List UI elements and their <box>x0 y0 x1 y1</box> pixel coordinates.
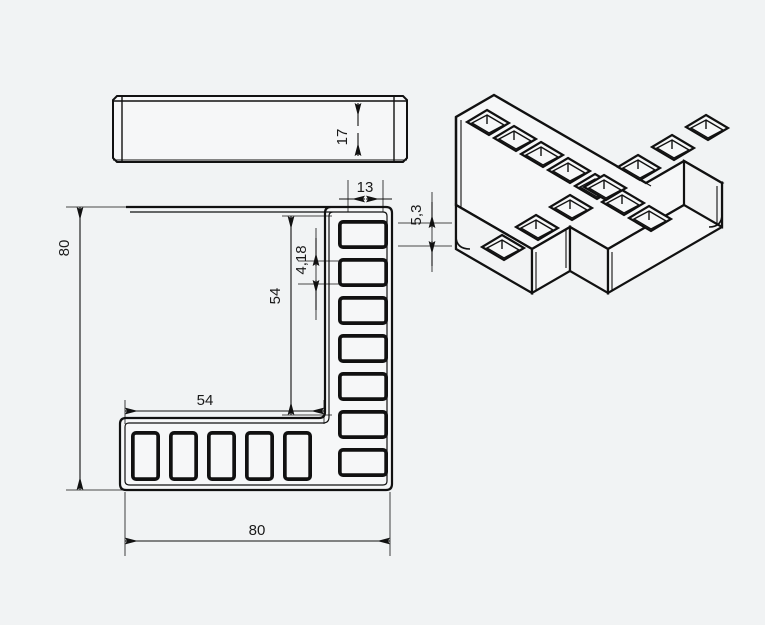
iso-arm-b-end-face <box>682 159 724 229</box>
pocket <box>338 258 388 287</box>
dimension-13-label: 13 <box>357 179 374 196</box>
dimension-4-18-label: 4,18 <box>293 245 310 274</box>
isometric-view-group <box>454 93 731 295</box>
dimension-17-label: 17 <box>334 129 351 146</box>
pocket <box>169 431 198 481</box>
pocket <box>131 431 160 481</box>
dimension-17: 17 <box>334 103 362 156</box>
top-view-outline <box>112 95 408 163</box>
pocket-iso <box>545 156 593 185</box>
pocket-iso <box>547 193 595 222</box>
horizontal-arm-pockets <box>131 431 312 481</box>
pocket-iso <box>479 233 527 262</box>
pocket <box>245 431 274 481</box>
pocket <box>338 220 388 249</box>
pocket-iso <box>615 153 663 182</box>
dimension-54-horizontal: 54 <box>124 392 325 424</box>
pocket <box>207 431 236 481</box>
pocket <box>338 448 388 477</box>
vertical-arm-pockets <box>338 220 388 477</box>
pocket <box>283 431 312 481</box>
dimension-80-vertical-label: 80 <box>56 240 73 257</box>
pocket-iso <box>464 108 512 137</box>
iso-corner-radius-left <box>455 235 471 250</box>
pocket <box>338 410 388 439</box>
pocket-iso <box>518 140 566 169</box>
dimension-13: 13 <box>339 179 392 212</box>
dimension-54-vertical-label: 54 <box>267 288 284 305</box>
iso-corner-radius-right <box>708 213 723 228</box>
top-view-group <box>112 95 408 163</box>
dimension-80-horizontal-label: 80 <box>249 522 266 539</box>
dimension-54-horizontal-label: 54 <box>197 392 214 409</box>
dimension-80-horizontal: 80 <box>124 492 391 556</box>
iso-arm-b-pockets <box>479 113 731 262</box>
pocket <box>338 372 388 401</box>
pocket <box>338 334 388 363</box>
pocket-iso <box>683 113 731 142</box>
pocket <box>338 296 388 325</box>
pocket-iso <box>649 133 697 162</box>
pocket-iso <box>491 124 539 153</box>
dimension-5-3-label: 5,3 <box>408 205 425 226</box>
pocket-iso <box>513 213 561 242</box>
iso-edge-detail-lines <box>460 97 718 290</box>
dimension-5-3: 5,3 <box>398 192 452 272</box>
dimension-80-vertical: 80 <box>56 206 330 491</box>
dimension-4-18: 4,18 <box>293 228 343 320</box>
pocket-iso <box>581 173 629 202</box>
pocket-iso <box>626 204 674 233</box>
